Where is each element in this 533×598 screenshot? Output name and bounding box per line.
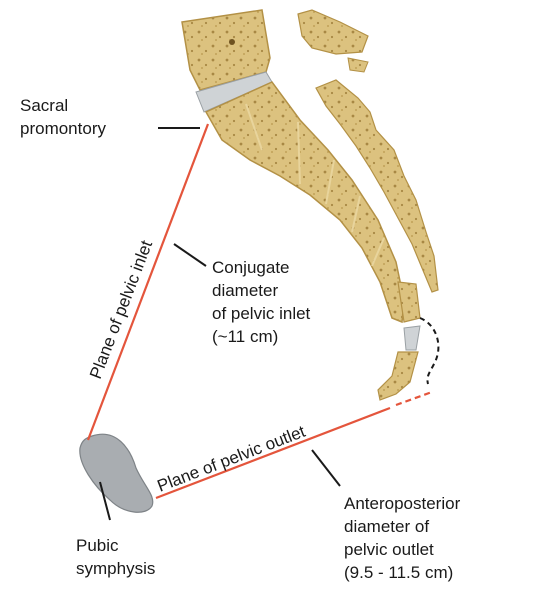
ap-line-2: diameter of	[344, 515, 460, 538]
plane-outlet-line	[156, 408, 390, 498]
lumbar-arch-small	[348, 58, 368, 72]
plane-inlet-label: Plane of pelvic inlet	[86, 238, 156, 382]
sacral-promontory-label: Sacral promontory	[20, 94, 106, 140]
pubic-line-2: symphysis	[76, 557, 155, 580]
plane-outlet-dashed	[396, 392, 432, 405]
plane-inlet-line	[88, 124, 208, 440]
conjugate-line-2: diameter	[212, 279, 310, 302]
ap-diameter-label: Anteroposterior diameter of pelvic outle…	[344, 492, 460, 584]
coccyx-dashed-outline	[420, 318, 438, 384]
pubic-symphysis	[80, 434, 153, 512]
leader-ap-diameter	[312, 450, 340, 486]
ap-line-4: (9.5 - 11.5 cm)	[344, 561, 460, 584]
sacral-promontory-line-1: Sacral	[20, 94, 106, 117]
conjugate-diameter-label: Conjugate diameter of pelvic inlet (~11 …	[212, 256, 310, 348]
conjugate-line-1: Conjugate	[212, 256, 310, 279]
pubic-symphysis-label: Pubic symphysis	[76, 534, 155, 580]
conjugate-line-4: (~11 cm)	[212, 325, 310, 348]
lumbar-arch	[298, 10, 368, 54]
ap-line-3: pelvic outlet	[344, 538, 460, 561]
leader-conjugate	[174, 244, 206, 266]
plane-outlet-label: Plane of pelvic outlet	[155, 422, 309, 496]
ap-line-1: Anteroposterior	[344, 492, 460, 515]
conjugate-line-3: of pelvic inlet	[212, 302, 310, 325]
pubic-line-1: Pubic	[76, 534, 155, 557]
sacral-promontory-line-2: promontory	[20, 117, 106, 140]
